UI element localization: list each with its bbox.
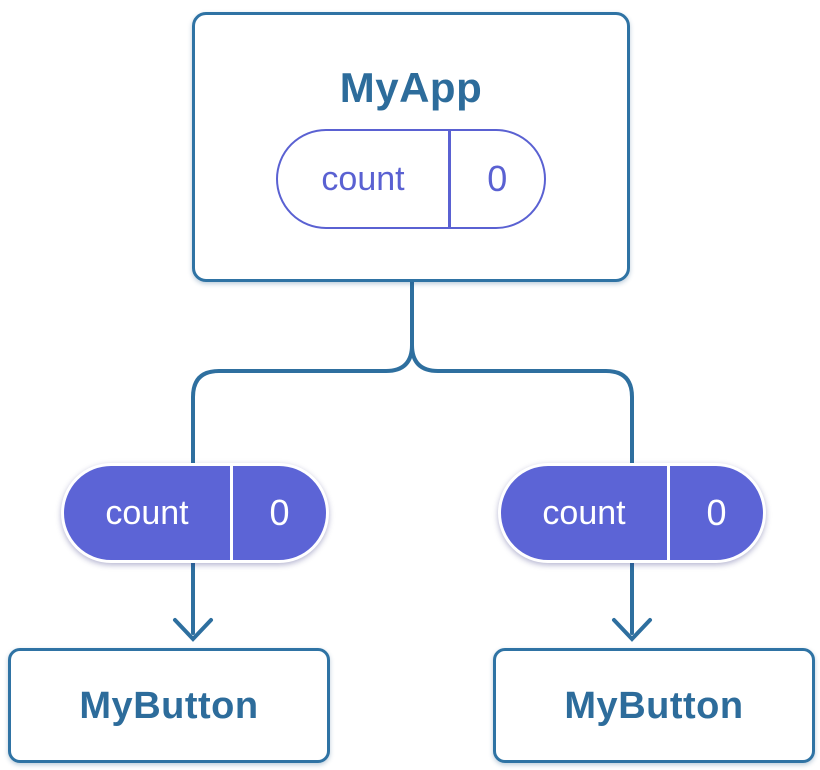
arrowhead-left-icon [173, 618, 213, 642]
pill-divider [667, 466, 670, 560]
state-pill-name: count [321, 159, 405, 198]
pill-divider [448, 131, 451, 227]
node-mybutton-right: MyButton [493, 648, 815, 763]
connector-right-branch [410, 276, 634, 635]
arrowhead-right-icon [612, 618, 652, 642]
node-mybutton-title: MyButton [564, 684, 744, 727]
connector-left-branch [191, 276, 414, 635]
state-pill-myapp: count 0 [276, 129, 546, 229]
prop-pill-value: 0 [706, 492, 727, 533]
pill-divider [230, 466, 233, 560]
prop-pill-right: count 0 [498, 463, 766, 563]
node-mybutton-title: MyButton [79, 684, 259, 727]
prop-pill-left: count 0 [61, 463, 329, 563]
prop-pill-name: count [542, 493, 626, 532]
node-myapp-title: MyApp [339, 64, 483, 111]
state-pill-value: 0 [487, 158, 508, 199]
prop-pill-name: count [105, 493, 189, 532]
node-mybutton-left: MyButton [8, 648, 330, 763]
prop-pill-value: 0 [269, 492, 290, 533]
node-myapp: MyApp count 0 [192, 12, 630, 282]
